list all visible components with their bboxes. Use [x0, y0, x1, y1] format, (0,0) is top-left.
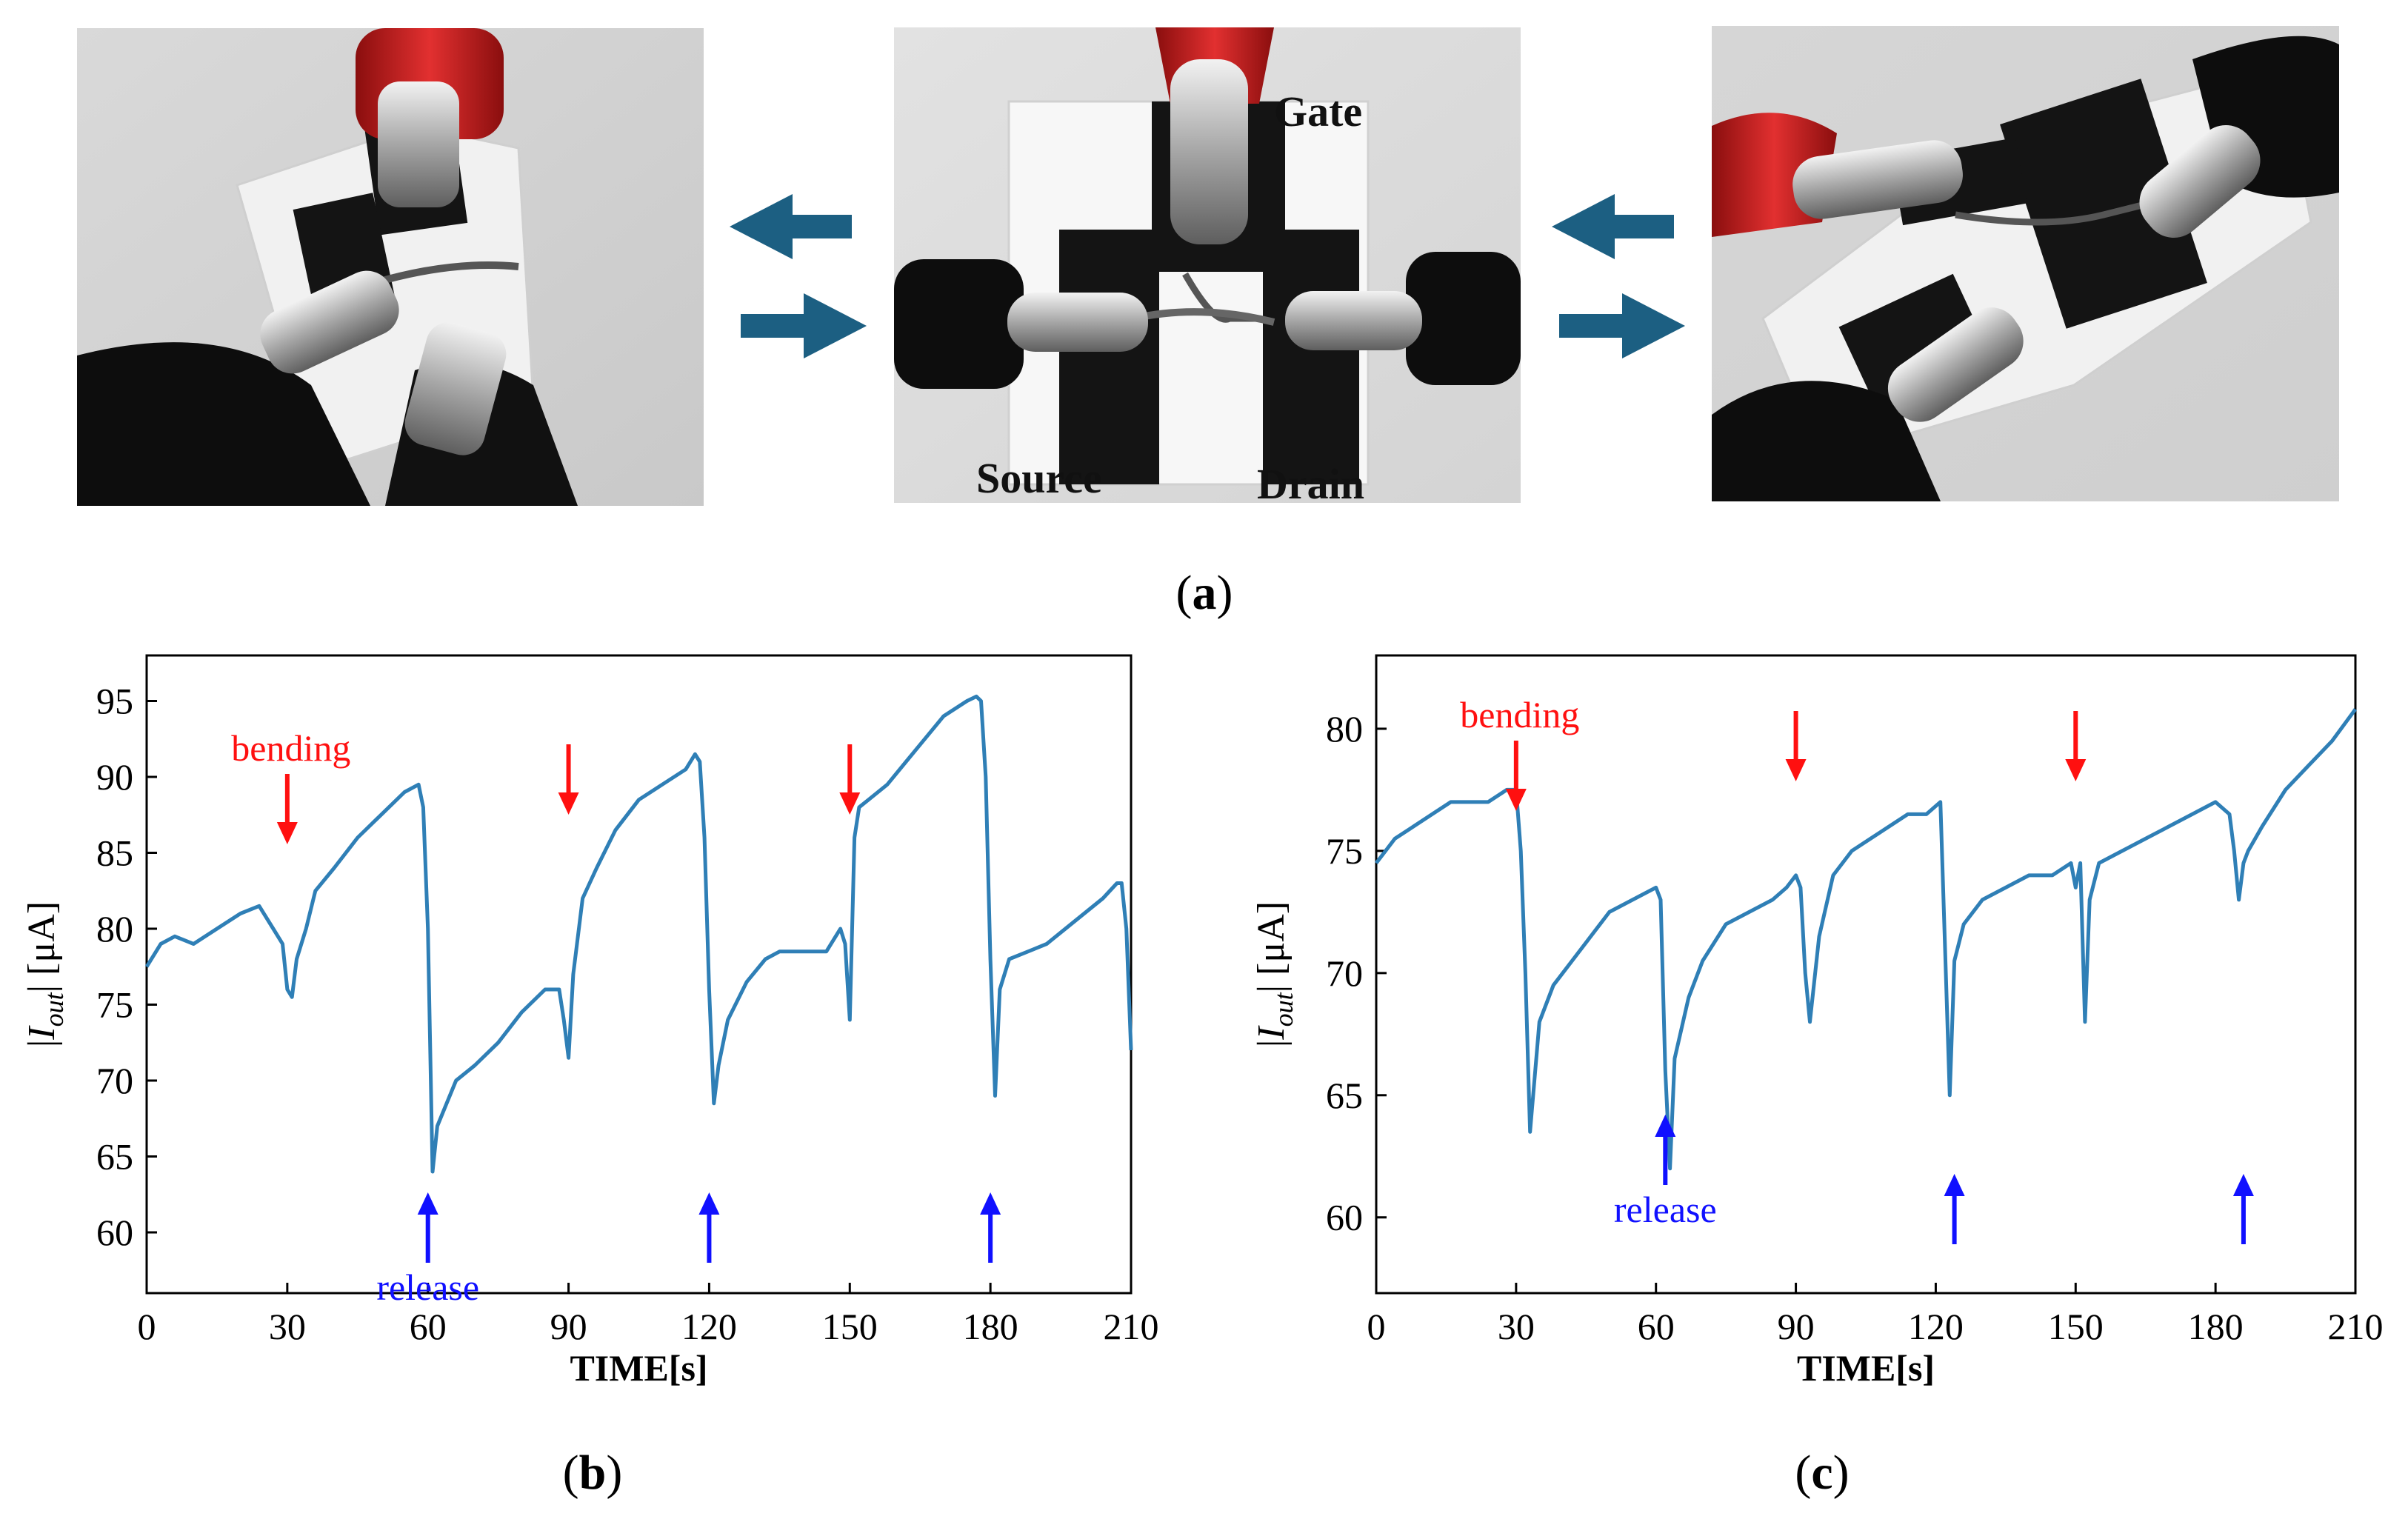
y-tick-label: 85	[96, 832, 133, 874]
y-tick-label: 60	[1326, 1197, 1363, 1238]
x-tick-label: 0	[138, 1306, 156, 1347]
up-arrow-icon	[698, 1192, 720, 1215]
up-arrow-icon	[980, 1192, 1001, 1215]
down-arrow-icon	[839, 792, 861, 815]
panel-label-b: (b)	[563, 1446, 623, 1500]
x-tick-label: 180	[2188, 1306, 2244, 1347]
y-tick-label: 75	[96, 984, 133, 1026]
up-arrow-icon	[1655, 1115, 1676, 1137]
x-axis-label: TIME[s]	[570, 1347, 707, 1389]
up-arrow-icon	[1944, 1174, 1965, 1196]
y-tick-label: 65	[1326, 1075, 1363, 1116]
up-arrow-icon	[2232, 1174, 2254, 1196]
drain-label: Drain	[1257, 460, 1364, 508]
y-tick-label: 70	[1326, 952, 1363, 994]
bending-label: bending	[1460, 694, 1579, 735]
x-tick-label: 30	[269, 1306, 306, 1347]
x-tick-label: 120	[681, 1306, 737, 1347]
source-label: Source	[976, 454, 1102, 502]
panel-label-c: (c)	[1795, 1446, 1849, 1500]
y-label-bar: |	[21, 1040, 63, 1047]
up-arrow-icon	[417, 1192, 438, 1215]
x-tick-label: 150	[2048, 1306, 2104, 1347]
x-tick-label: 150	[822, 1306, 878, 1347]
x-tick-label: 210	[2328, 1306, 2384, 1347]
y-tick-label: 95	[96, 681, 133, 722]
y-tick-label: 90	[96, 756, 133, 798]
y-label-bar: | [μA]	[21, 901, 63, 992]
y-tick-label: 80	[1326, 708, 1363, 750]
plot-frame	[1375, 654, 2357, 1295]
y-label-bar: |	[1250, 1040, 1293, 1047]
bending-label: bending	[231, 727, 350, 769]
x-axis-label: TIME[s]	[1797, 1347, 1935, 1389]
release-label: release	[1614, 1189, 1717, 1230]
arrow-left-icon	[730, 194, 852, 259]
chart-b: 0 30 60 90 120 150 180 210 60 65 70 75 80 85 90 95TIME[…	[21, 654, 1159, 1389]
photo-center-flat-device: Gate Source Drain	[894, 27, 1521, 508]
down-arrow-icon	[1505, 789, 1527, 811]
y-label-bar: | [μA]	[1250, 901, 1293, 992]
gate-label: Gate	[1274, 87, 1362, 136]
y-tick-label: 70	[96, 1060, 133, 1101]
arrow-right-icon	[741, 293, 867, 358]
data-series-line	[1375, 708, 2358, 1171]
down-arrow-icon	[558, 792, 579, 815]
photo-left-bent-device	[77, 28, 704, 506]
y-label-subscript: out	[1269, 992, 1298, 1026]
down-arrow-icon	[276, 822, 298, 844]
plot-frame	[145, 654, 1133, 1295]
x-tick-label: 180	[963, 1306, 1018, 1347]
x-tick-label: 210	[1104, 1306, 1159, 1347]
y-tick-label: 75	[1326, 830, 1363, 872]
photo-right-bent-device	[1712, 26, 2339, 501]
y-tick-label: 80	[96, 908, 133, 949]
arrow-right-icon	[1559, 293, 1685, 358]
x-tick-label: 90	[1778, 1306, 1815, 1347]
down-arrow-icon	[1785, 759, 1807, 781]
release-label: release	[376, 1266, 479, 1308]
direction-arrows	[730, 194, 1685, 358]
x-tick-label: 30	[1498, 1306, 1535, 1347]
x-tick-label: 60	[1638, 1306, 1675, 1347]
data-series-line	[144, 694, 1133, 1174]
down-arrow-icon	[2065, 759, 2087, 781]
x-tick-label: 90	[550, 1306, 587, 1347]
arrow-left-icon	[1552, 194, 1674, 259]
y-tick-label: 65	[96, 1136, 133, 1178]
x-tick-label: 0	[1367, 1306, 1386, 1347]
panel-label-a: (a)	[1176, 566, 1233, 620]
y-label-symbol: I	[1250, 1025, 1293, 1041]
y-label-subscript: out	[39, 992, 69, 1026]
y-axis-label: |Iout| [μA]	[21, 901, 69, 1047]
x-tick-label: 60	[410, 1306, 447, 1347]
x-tick-label: 120	[1908, 1306, 1964, 1347]
y-label-symbol: I	[21, 1025, 63, 1041]
y-tick-label: 60	[96, 1212, 133, 1253]
y-axis-label: |Iout| [μA]	[1250, 901, 1298, 1047]
